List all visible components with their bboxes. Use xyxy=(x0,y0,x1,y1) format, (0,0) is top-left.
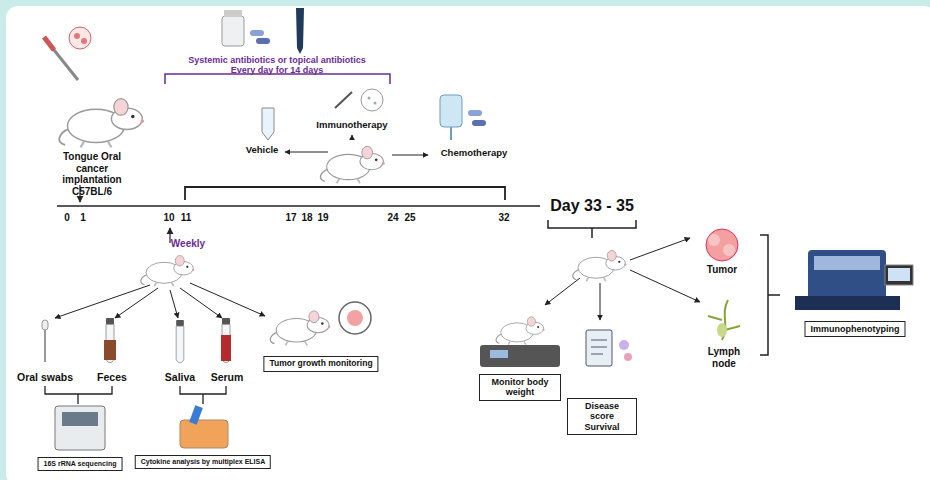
text-box: Immunophenotyping xyxy=(805,321,906,337)
label-text: Vehicle xyxy=(246,145,279,156)
label-text: Every day for 14 days xyxy=(231,65,324,75)
text-box: Cytokine analysis by multiplex ELISA xyxy=(135,455,271,469)
box-text: Disease score Survival xyxy=(573,401,631,432)
label-text: Saliva xyxy=(165,371,195,383)
frame xyxy=(6,6,930,480)
weekly-sampling xyxy=(42,256,371,451)
label-text: Systemic antibiotics or topical antibiot… xyxy=(188,55,366,65)
label-text: 11 xyxy=(181,212,192,224)
treatment-mouse xyxy=(185,89,505,200)
label-text: Oral swabs xyxy=(17,371,73,383)
label-text: 0 xyxy=(64,212,70,224)
label-text: 25 xyxy=(404,212,415,224)
label-text: 10 xyxy=(163,212,174,224)
label-text: Day 33 - 35 xyxy=(550,197,634,215)
text-box: Monitor body weight xyxy=(479,374,561,401)
text-box: Tumor growth monitoring xyxy=(263,356,378,372)
implant-mouse xyxy=(44,27,144,202)
label-text: 32 xyxy=(498,212,509,224)
label-text: Tongue Oral cancer implantation C57BL/6 xyxy=(58,151,126,197)
label-text: 19 xyxy=(317,212,328,224)
label-text: 24 xyxy=(387,212,398,224)
label-text: Tumor xyxy=(707,264,737,276)
endpoint xyxy=(480,220,913,367)
box-text: 16S rRNA sequencing xyxy=(44,460,117,468)
label-text: Weekly xyxy=(171,238,205,250)
timeline xyxy=(57,206,540,243)
label-text: Serum xyxy=(211,371,244,383)
box-text: Tumor growth monitoring xyxy=(269,359,372,369)
text-box: 16S rRNA sequencing xyxy=(38,457,123,471)
box-text: Immunophenotyping xyxy=(811,324,900,334)
label-text: Feces xyxy=(97,371,127,383)
label-text: 17 xyxy=(285,212,296,224)
text-box: Disease score Survival xyxy=(567,398,637,435)
label-text: 18 xyxy=(301,212,312,224)
antibiotic-icons xyxy=(165,8,390,84)
label-text: 1 xyxy=(80,212,86,224)
label-text: Immunotherapy xyxy=(316,120,387,131)
label-text: Chemotherapy xyxy=(441,148,508,159)
box-text: Cytokine analysis by multiplex ELISA xyxy=(141,458,265,466)
box-text: Monitor body weight xyxy=(485,377,555,398)
label-text: Lymph node xyxy=(702,346,746,369)
